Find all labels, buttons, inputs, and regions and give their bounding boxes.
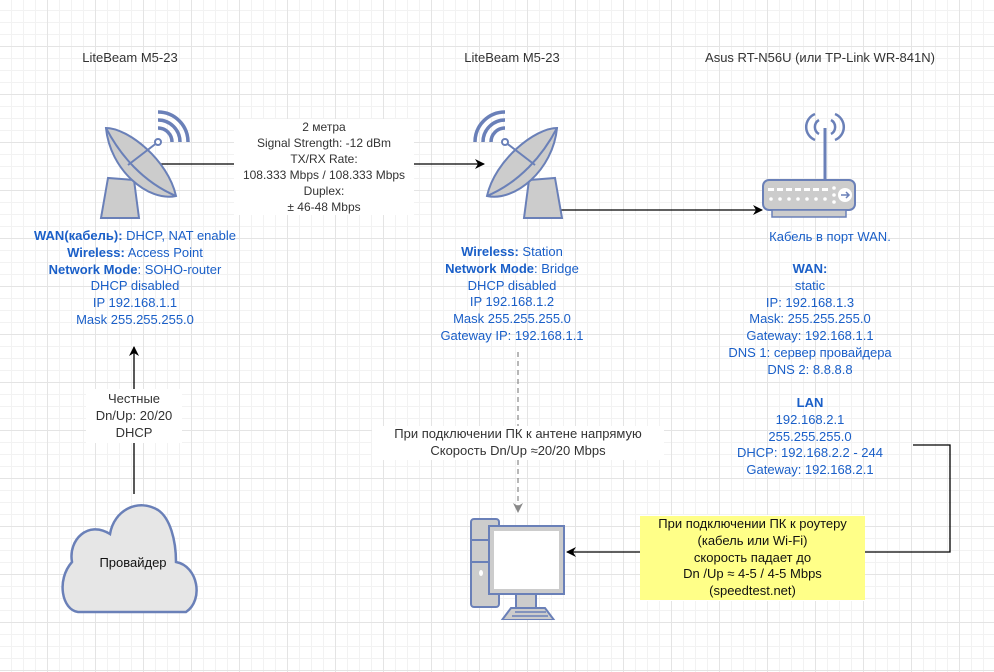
config-line: DNS 1: сервер провайдера bbox=[728, 344, 892, 360]
antenna-to-router-line bbox=[560, 205, 763, 218]
link-line: DHCP bbox=[115, 424, 153, 440]
config-line: DNS 2: 8.8.8.8 bbox=[767, 361, 853, 377]
antenna2-config: Wireless: Station Network Mode: Bridge D… bbox=[412, 244, 612, 345]
antenna1-config: WAN(кабель): DHCP, NAT enable Wireless: … bbox=[10, 228, 260, 329]
router-title: Asus RT-N56U (или TP-Link WR-841N) bbox=[705, 50, 935, 65]
config-line: Mask 255.255.255.0 bbox=[453, 311, 571, 327]
router-lan-config: LAN 192.168.2.1 255.255.255.0 DHCP: 192.… bbox=[700, 395, 920, 479]
config-line: 192.168.2.1 bbox=[775, 411, 845, 427]
config-line: Mask 255.255.255.0 bbox=[76, 311, 194, 327]
config-line: IP 192.168.1.1 bbox=[92, 295, 178, 311]
link-line: При подключении ПК к роутеру bbox=[658, 516, 847, 531]
link-line: При подключении ПК к антене напрямую bbox=[394, 426, 642, 441]
link-line: 2 метра bbox=[302, 120, 346, 134]
link-line: Signal Strength: -12 dBm bbox=[256, 136, 392, 150]
config-line: DHCP: 192.168.2.2 - 244 bbox=[737, 445, 883, 461]
link-line: Честные bbox=[107, 391, 161, 406]
config-line: Network Mode: SOHO-router bbox=[48, 261, 222, 277]
config-line: IP: 192.168.1.3 bbox=[765, 294, 855, 310]
desktop-pc-icon[interactable] bbox=[468, 512, 568, 620]
config-line: Wireless: Station bbox=[461, 244, 563, 259]
router-wan-config: WAN: static IP: 192.168.1.3 Mask: 255.25… bbox=[700, 261, 920, 379]
satellite-dish-icon[interactable] bbox=[470, 110, 565, 220]
wireless-link-label: 2 метра Signal Strength: -12 dBm TX/RX R… bbox=[234, 119, 414, 215]
config-line: static bbox=[794, 277, 826, 293]
config-line: DHCP disabled bbox=[90, 278, 180, 294]
antenna2-title: LiteBeam M5-23 bbox=[464, 50, 560, 65]
router-caption: Кабель в порт WAN. bbox=[769, 229, 891, 244]
direct-pc-link-label: При подключении ПК к антене напрямую Ско… bbox=[372, 426, 664, 460]
link-line: Dn/Up: 20/20 bbox=[95, 407, 173, 423]
config-line: 255.255.255.0 bbox=[768, 428, 852, 444]
cloud-icon[interactable] bbox=[58, 490, 208, 615]
config-line: DHCP disabled bbox=[467, 277, 557, 293]
wan-heading: WAN: bbox=[792, 261, 828, 276]
antenna1-title: LiteBeam M5-23 bbox=[82, 50, 178, 65]
provider-label: Провайдер bbox=[99, 555, 167, 570]
config-line: WAN(кабель): DHCP, NAT enable bbox=[33, 228, 236, 243]
link-line: скорость падает до bbox=[693, 549, 812, 565]
provider-link-label: Честные Dn/Up: 20/20 DHCP bbox=[86, 389, 182, 444]
wireless-router-icon[interactable] bbox=[760, 108, 860, 220]
config-line: Gateway: 192.168.2.1 bbox=[746, 462, 874, 478]
link-line: Dn /Up ≈ 4-5 / 4-5 Mbps bbox=[683, 566, 822, 582]
link-line: ± 46-48 Mbps bbox=[287, 200, 361, 214]
link-line: Duplex: bbox=[303, 184, 345, 198]
config-line: Gateway IP: 192.168.1.1 bbox=[440, 327, 584, 343]
link-line: Скорость Dn/Up ≈20/20 Mbps bbox=[430, 442, 606, 458]
config-line: IP 192.168.1.2 bbox=[469, 294, 555, 310]
router-pc-link-label: При подключении ПК к роутеру (кабель или… bbox=[640, 515, 865, 601]
link-line: 108.333 Mbps / 108.333 Mbps bbox=[242, 168, 406, 182]
link-line: (кабель или Wi-Fi) bbox=[697, 532, 808, 548]
config-line: Gateway: 192.168.1.1 bbox=[746, 328, 874, 344]
link-line: (speedtest.net) bbox=[709, 583, 796, 599]
satellite-dish-icon[interactable] bbox=[98, 110, 193, 220]
config-line: Wireless: Access Point bbox=[67, 244, 203, 260]
lan-heading: LAN bbox=[796, 395, 824, 410]
link-line: TX/RX Rate: bbox=[290, 152, 358, 166]
config-line: Network Mode: Bridge bbox=[445, 260, 579, 276]
config-line: Mask: 255.255.255.0 bbox=[749, 311, 871, 327]
